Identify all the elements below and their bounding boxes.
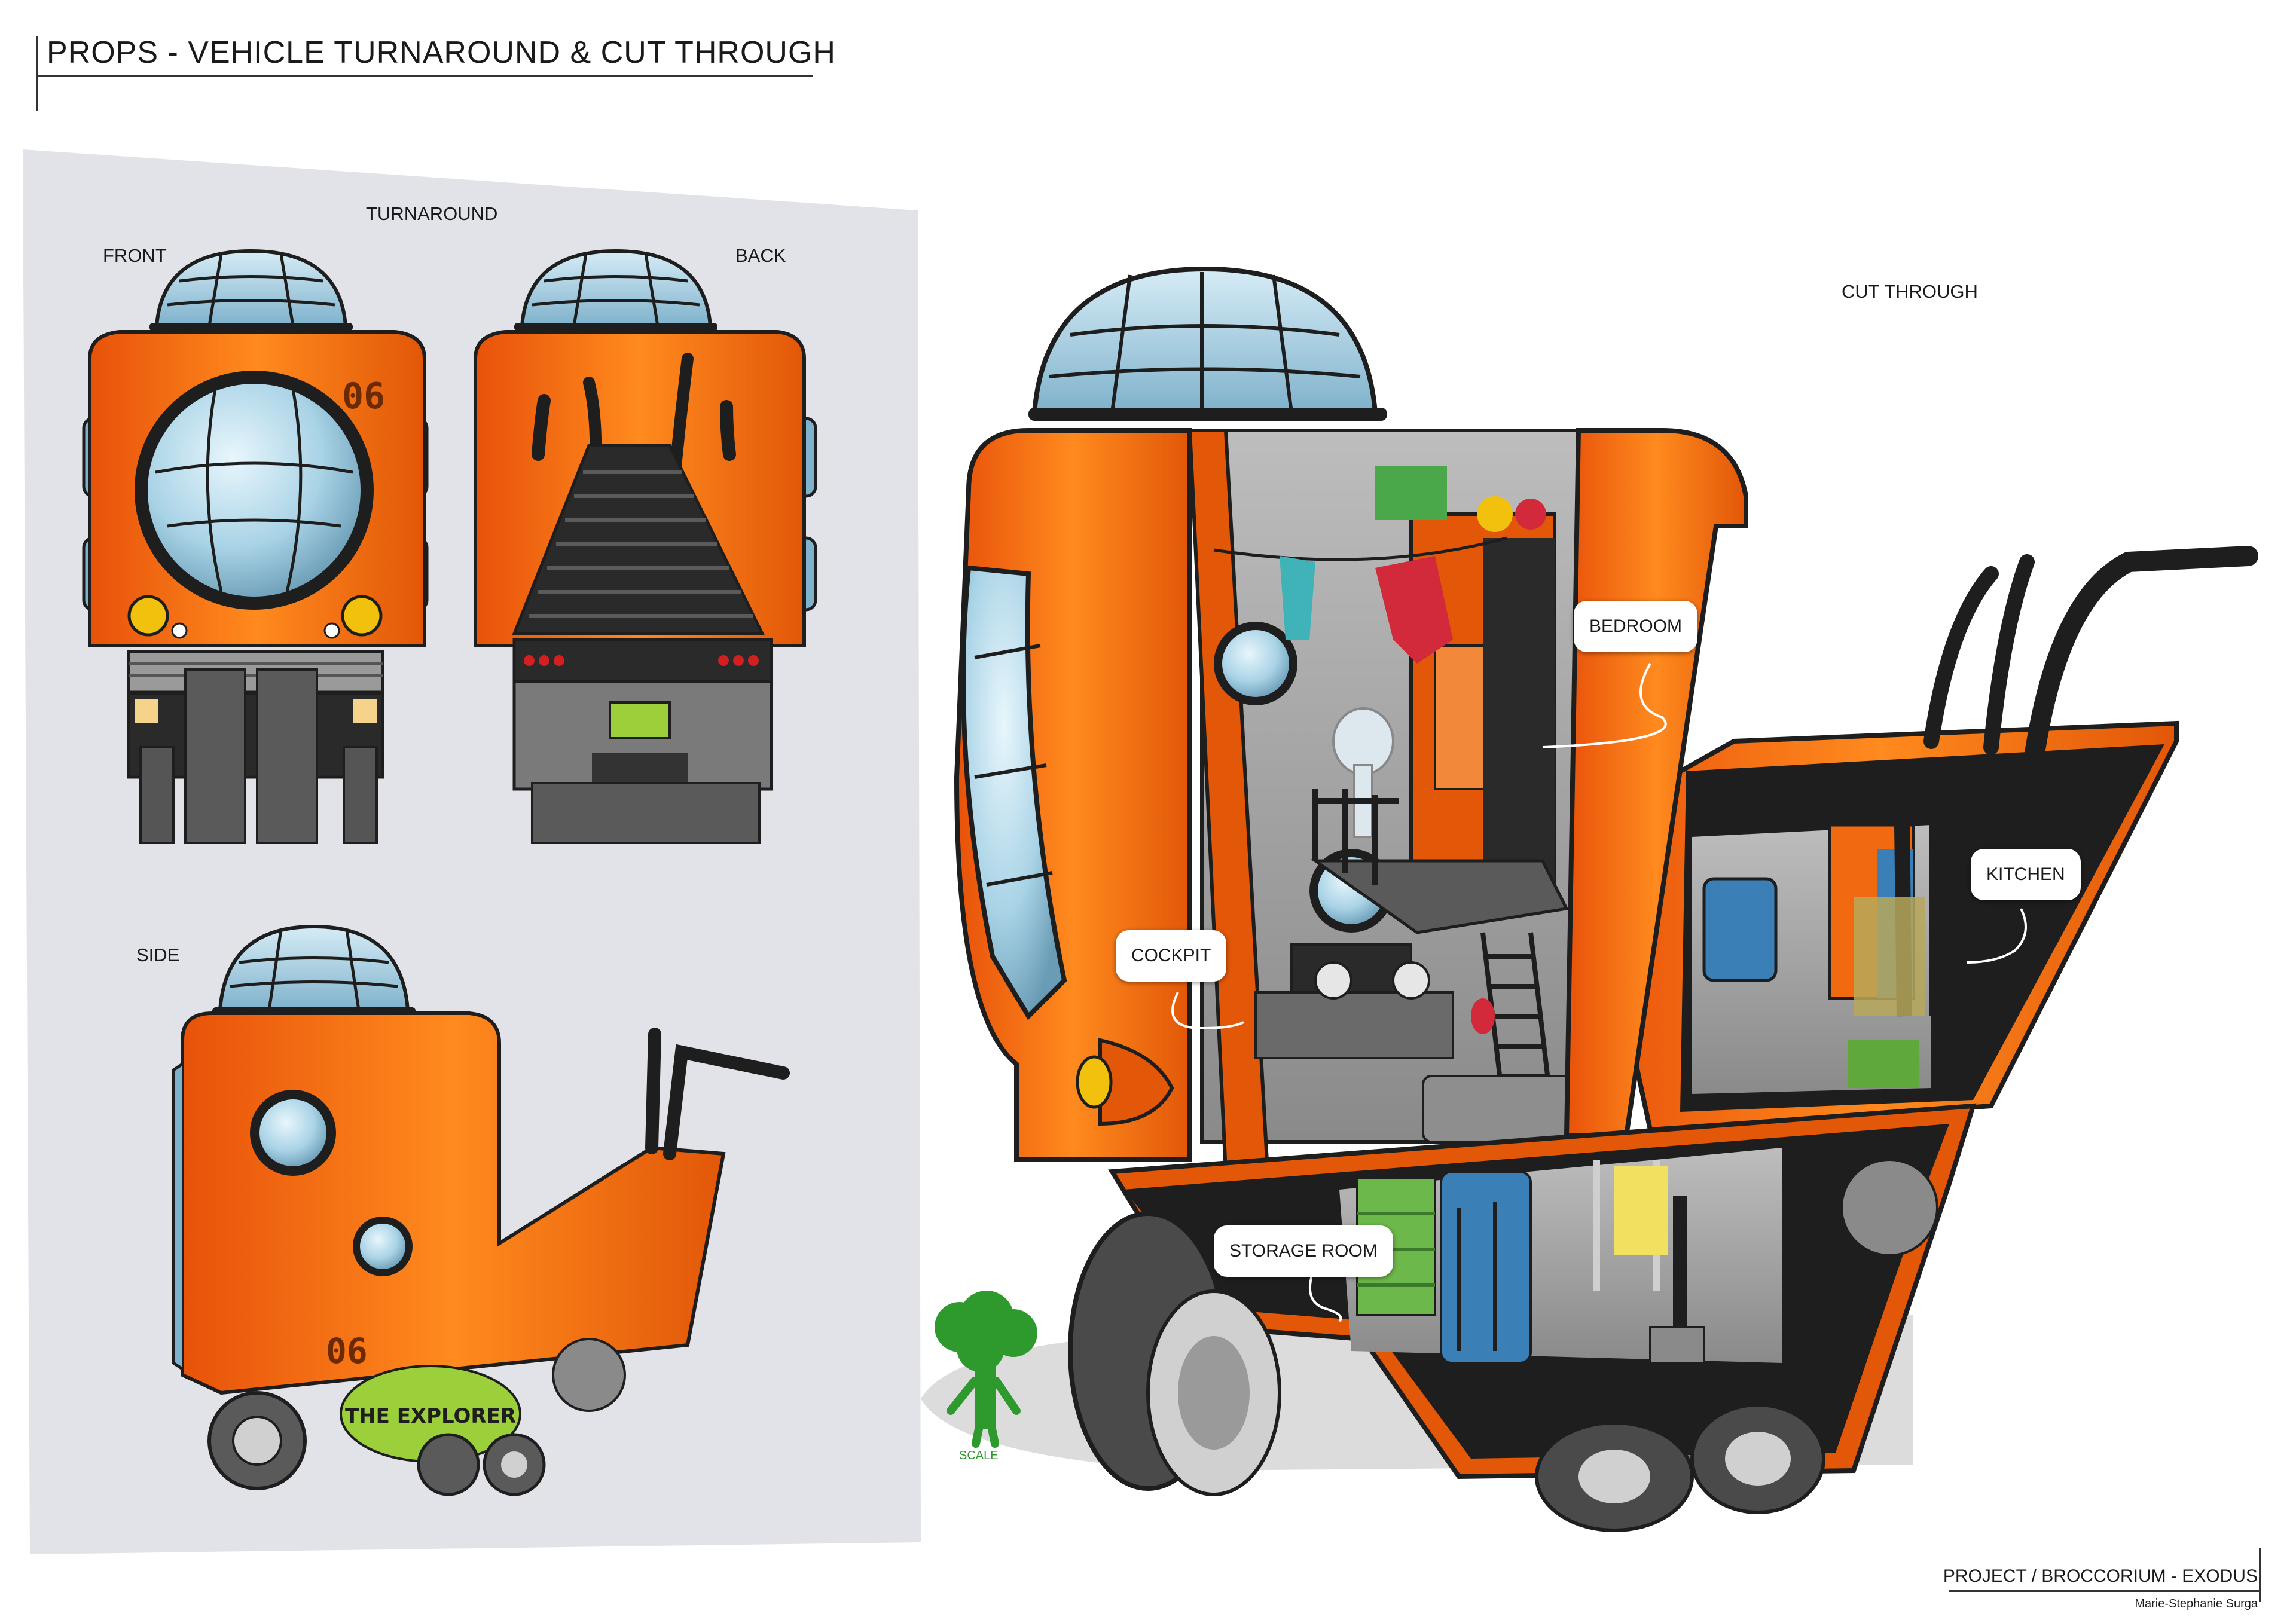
- front-label: FRONT: [103, 245, 167, 266]
- cutthrough-heading: CUT THROUGH: [1842, 281, 1978, 302]
- callout-storage-room: STORAGE ROOM: [1214, 1225, 1393, 1277]
- side-vehicle-number: 06: [326, 1331, 368, 1371]
- artist-credit: Marie-Stephanie Surga: [2135, 1597, 2258, 1610]
- turnaround-heading: TURNAROUND: [366, 203, 498, 224]
- side-view: THE EXPLORER 06: [172, 924, 790, 1496]
- callout-bedroom: BEDROOM: [1574, 601, 1698, 652]
- scale-figure: [935, 1291, 1037, 1448]
- title-vertical-rule: [36, 36, 38, 111]
- callout-cockpit: COCKPIT: [1116, 930, 1227, 982]
- side-decal-text: THE EXPLORER: [345, 1404, 516, 1428]
- back-label: BACK: [735, 245, 786, 266]
- side-label: SIDE: [136, 945, 180, 965]
- callout-kitchen: KITCHEN: [1971, 849, 2081, 900]
- back-view: [474, 249, 817, 844]
- project-label: PROJECT / BROCCORIUM - EXODUS: [1943, 1566, 2258, 1586]
- front-vehicle-number: 06: [342, 375, 386, 417]
- scale-label: SCALE: [959, 1449, 999, 1462]
- title-underline: [36, 75, 813, 77]
- front-view: [82, 249, 429, 844]
- cutthrough-view: [921, 266, 2258, 1532]
- page-title: PROPS - VEHICLE TURNAROUND & CUT THROUGH: [47, 35, 836, 70]
